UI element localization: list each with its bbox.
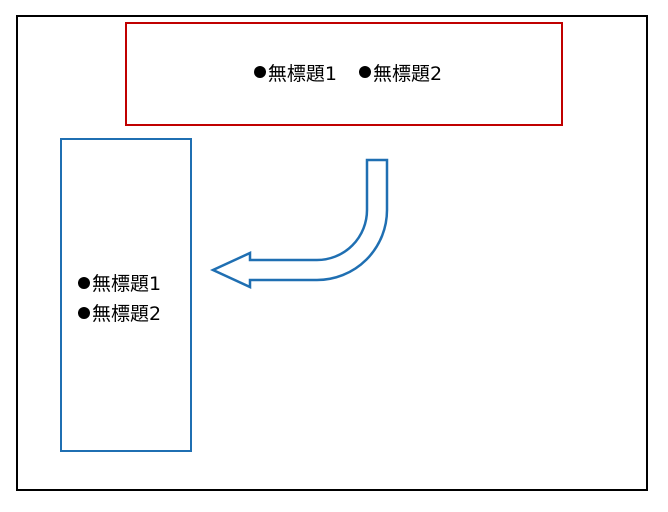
- diagram-frame: [16, 15, 648, 491]
- target-item-1: 無標題1: [78, 269, 161, 296]
- source-item-1: 無標題1: [253, 59, 337, 86]
- bullet-icon: [78, 276, 90, 289]
- source-box: 無標題1 無標題2: [125, 22, 563, 126]
- bullet-icon: [253, 66, 266, 78]
- target-item-2-label: 無標題2: [92, 303, 162, 325]
- source-item-1-label: 無標題1: [267, 62, 337, 85]
- bullet-icon: [359, 66, 371, 78]
- source-item-2-label: 無標題2: [373, 62, 443, 85]
- source-item-2: 無標題2: [359, 59, 442, 86]
- target-item-1-label: 無標題1: [92, 273, 162, 295]
- target-box: 無標題1 無標題2: [60, 138, 192, 452]
- source-items-row: 無標題1 無標題2: [253, 59, 442, 86]
- curved-arrow-shape: [210, 158, 389, 289]
- target-item-2: 無標題2: [78, 299, 161, 326]
- bullet-icon: [78, 306, 90, 319]
- target-items-list: 無標題1 無標題2: [78, 269, 161, 326]
